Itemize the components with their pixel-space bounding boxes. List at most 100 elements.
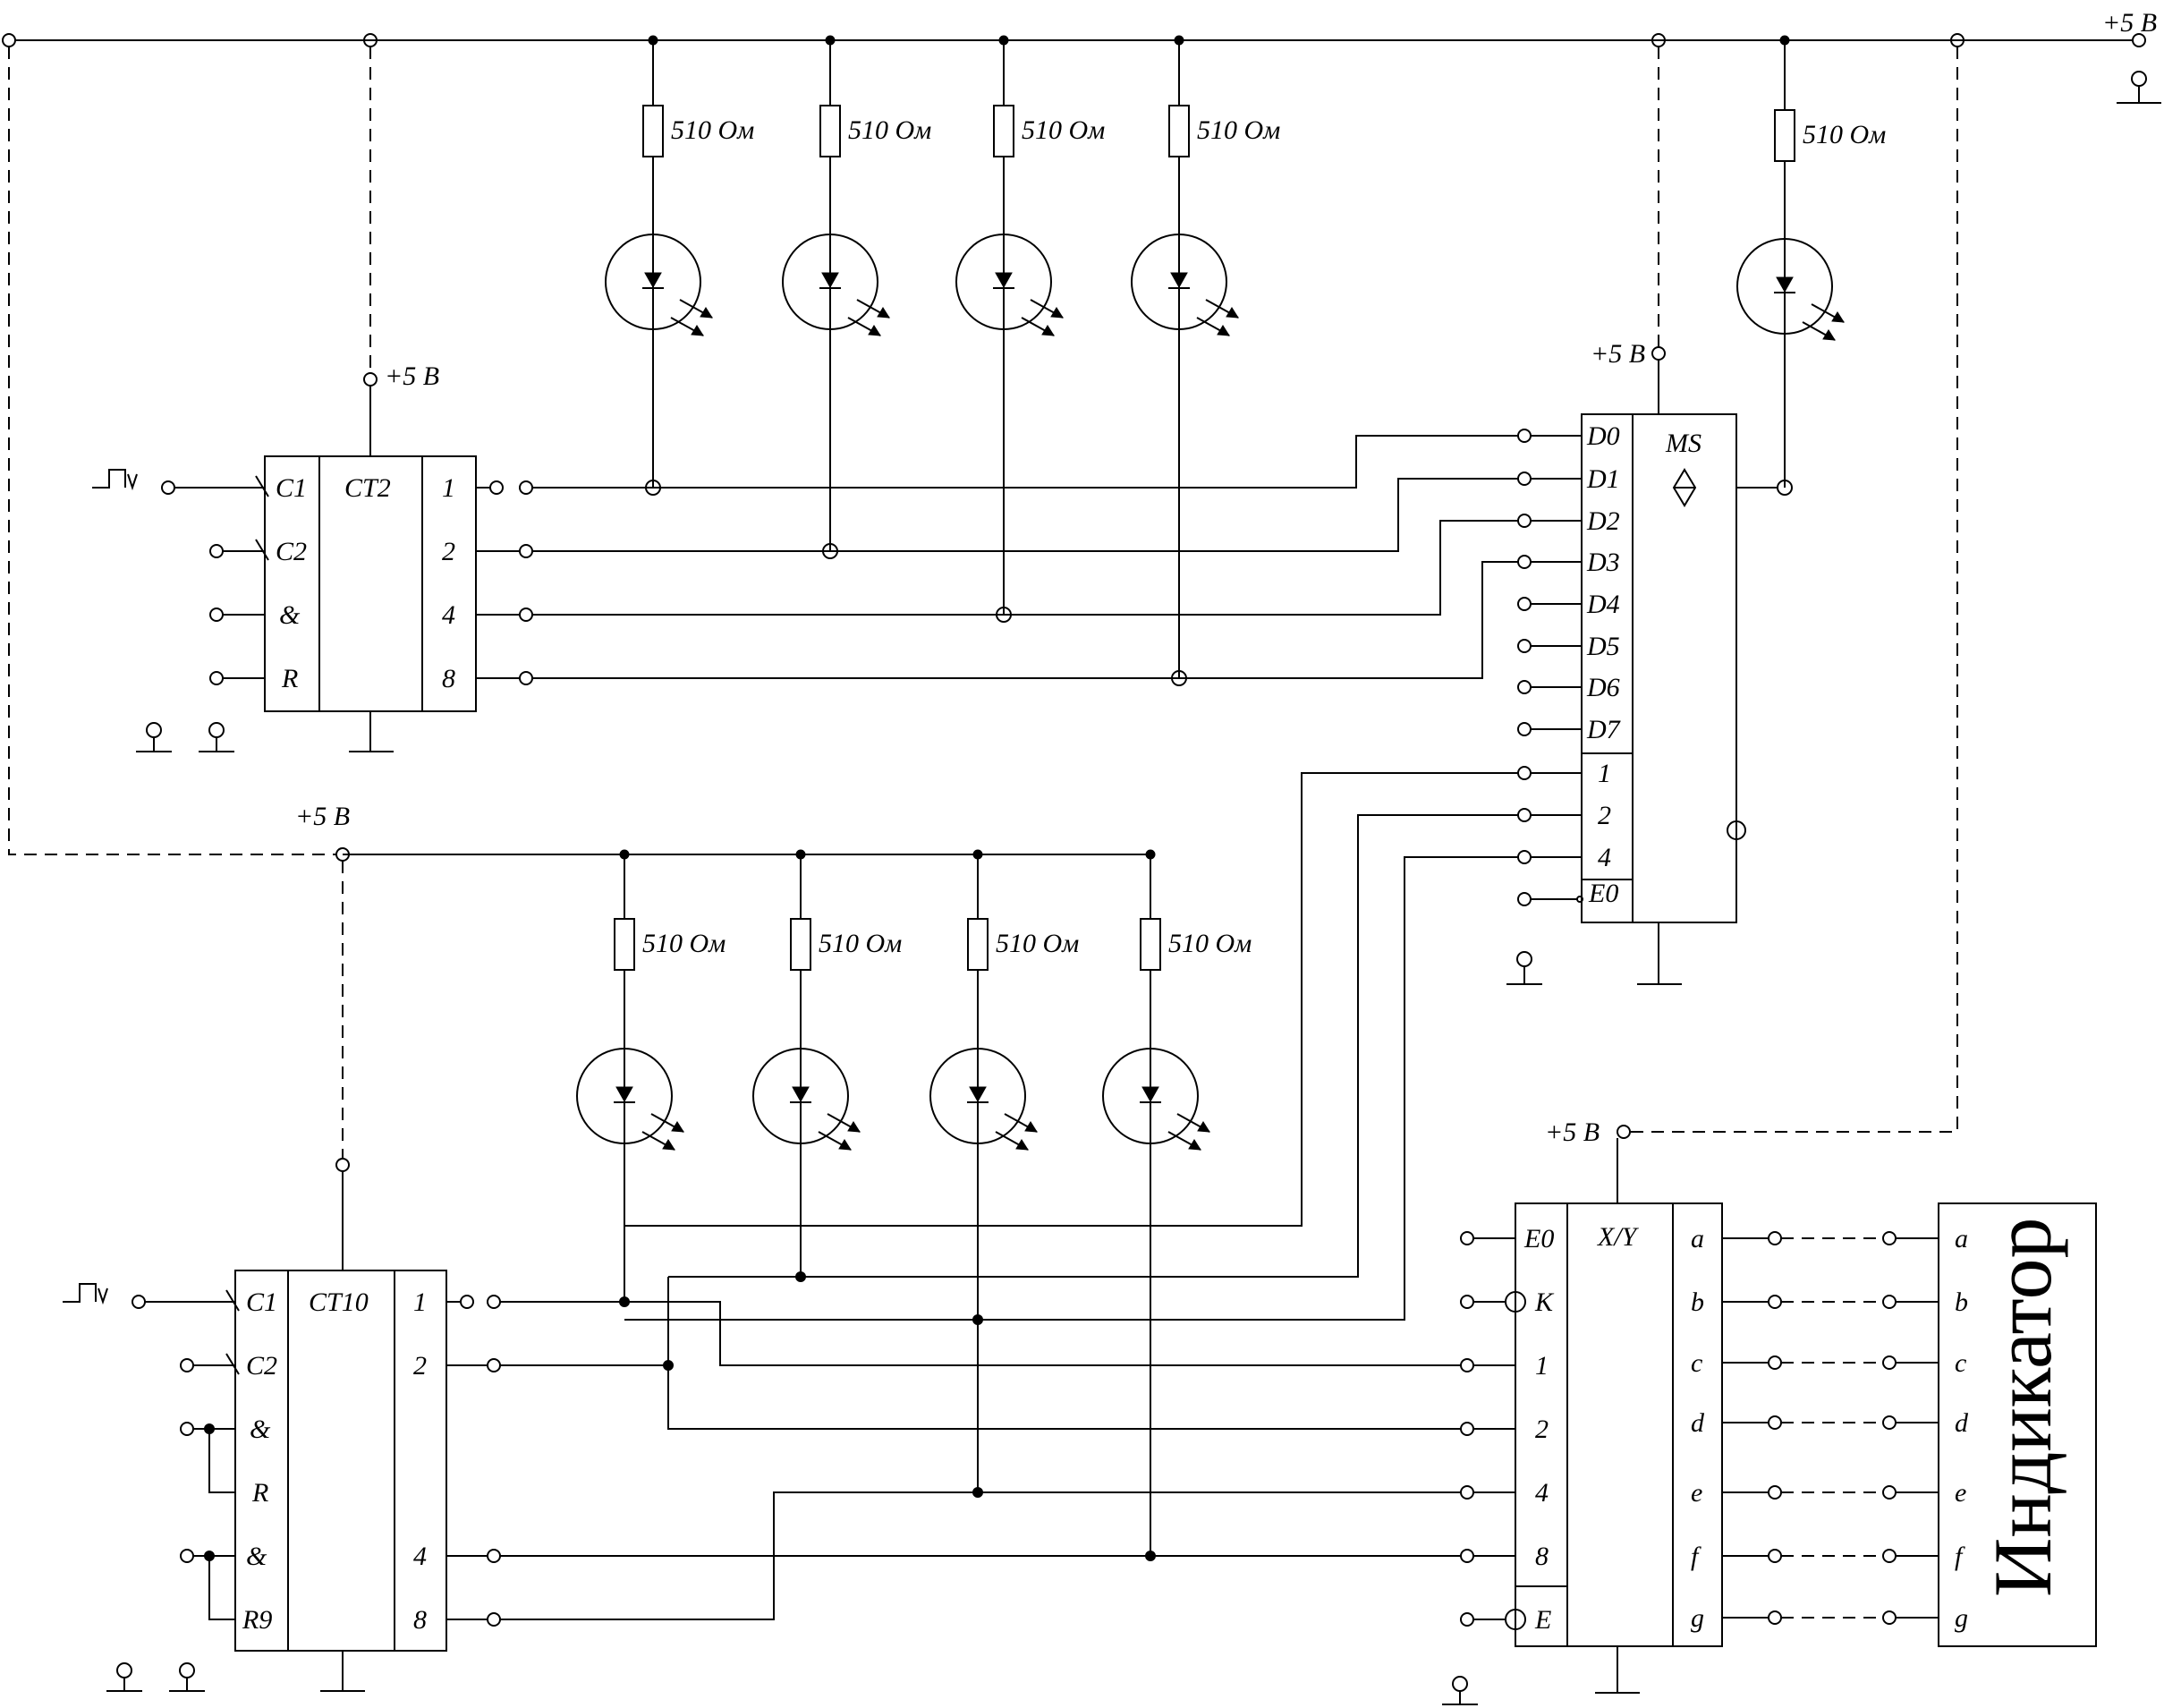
decoder-pin-terminal bbox=[1768, 1355, 1782, 1370]
resistor-label: 510 Ом bbox=[671, 115, 754, 145]
ct2-input-and: & bbox=[279, 600, 301, 630]
led-chain: 510 Ом bbox=[1736, 35, 1886, 488]
decoder-pin-terminal bbox=[1768, 1485, 1782, 1500]
decoder-pin-terminal bbox=[1460, 1422, 1474, 1436]
mux-pin-terminal bbox=[1517, 766, 1532, 780]
decoder-pin-terminal bbox=[1460, 1549, 1474, 1563]
mux-pin-terminal bbox=[1517, 639, 1532, 653]
ct10-output-8: 8 bbox=[413, 1605, 427, 1635]
led-icon bbox=[955, 234, 1064, 336]
ct2-input-c2: C2 bbox=[276, 537, 307, 566]
decoder-input-e0: E0 bbox=[1523, 1224, 1554, 1253]
decoder-pin-terminal bbox=[1460, 1612, 1474, 1627]
supply-label-ct2: +5 В bbox=[385, 361, 439, 391]
mux-pin-terminal bbox=[1517, 429, 1532, 443]
led-icon bbox=[576, 1048, 684, 1151]
address-bus bbox=[624, 772, 1518, 1325]
decoder-input-4: 4 bbox=[1535, 1478, 1549, 1508]
indicator-input-a: a bbox=[1955, 1224, 1968, 1253]
decoder-output-a: a bbox=[1691, 1224, 1704, 1253]
indicator-input-d: d bbox=[1955, 1408, 1969, 1438]
ct10-output-2: 2 bbox=[413, 1351, 427, 1381]
indicator-pin-terminal bbox=[1882, 1485, 1897, 1500]
mux-pin-terminal bbox=[1517, 514, 1532, 528]
ct2-input-c1: C1 bbox=[276, 473, 307, 503]
decoder-output-d: d bbox=[1691, 1408, 1705, 1438]
resistor-icon bbox=[819, 105, 841, 157]
decoder-pin-terminal bbox=[1768, 1610, 1782, 1625]
mux-data-input-d1: D1 bbox=[1586, 464, 1620, 494]
decoder-pin-terminal bbox=[1768, 1231, 1782, 1245]
resistor-label: 510 Ом bbox=[1803, 120, 1886, 149]
led-icon bbox=[929, 1048, 1038, 1151]
ct10-input-and-1: & bbox=[250, 1415, 271, 1444]
decoder-pin-terminal bbox=[1768, 1549, 1782, 1563]
ct2-output-1: 1 bbox=[442, 473, 455, 503]
mux-pin-terminal bbox=[1517, 597, 1532, 611]
decoder-pin-terminal bbox=[1768, 1415, 1782, 1430]
decoder-output-g: g bbox=[1691, 1603, 1704, 1633]
ct2-output-2: 2 bbox=[442, 537, 455, 566]
led-chain: 510 Ом bbox=[576, 849, 726, 1302]
mux-data-input-d6: D6 bbox=[1586, 673, 1620, 702]
resistor-icon bbox=[790, 918, 811, 971]
clock-pulse-icon bbox=[92, 469, 126, 489]
resistor-label: 510 Ом bbox=[819, 929, 902, 958]
ct10-bus bbox=[500, 1271, 1461, 1620]
led-chain: 510 Ом bbox=[782, 35, 931, 551]
resistor-label: 510 Ом bbox=[996, 929, 1079, 958]
ct10-input-r: R bbox=[251, 1478, 268, 1508]
indicator-pin-terminal bbox=[1882, 1549, 1897, 1563]
decoder-input-8: 8 bbox=[1535, 1542, 1549, 1571]
resistor-icon bbox=[993, 105, 1014, 157]
mux-pin-terminal bbox=[1517, 850, 1532, 864]
decoder-input-e: E bbox=[1534, 1605, 1551, 1635]
mux-name: MS bbox=[1665, 429, 1701, 458]
ct2-input-r: R bbox=[281, 664, 298, 693]
led-icon bbox=[752, 1048, 861, 1151]
indicator-label: Индикатор bbox=[1977, 1218, 2068, 1597]
counter-ct10: CT10 C1 C2 & R & R9 1 2 4 8 bbox=[63, 1270, 501, 1692]
mux-address-input-4: 4 bbox=[1598, 843, 1611, 872]
clock-arrow-icon bbox=[98, 1287, 108, 1305]
decoder-pin-terminal bbox=[1768, 1295, 1782, 1309]
decoder-name: X/Y bbox=[1597, 1222, 1640, 1252]
supply-label-mux: +5 В bbox=[1591, 339, 1645, 369]
decoder-output-f: f bbox=[1691, 1542, 1701, 1571]
resistor-label: 510 Ом bbox=[1197, 115, 1280, 145]
mux-pin-terminal bbox=[1517, 680, 1532, 694]
decoder-output-b: b bbox=[1691, 1287, 1704, 1317]
resistor-icon bbox=[1140, 918, 1161, 971]
indicator-pin-terminal bbox=[1882, 1610, 1897, 1625]
mux-pin-terminal bbox=[1517, 555, 1532, 569]
led-chain: 510 Ом bbox=[1102, 849, 1252, 1556]
mux-pin-terminal bbox=[1517, 808, 1532, 822]
resistor-label: 510 Ом bbox=[1168, 929, 1252, 958]
decoder-output-e: e bbox=[1691, 1478, 1702, 1508]
power-rails bbox=[2, 33, 2146, 1270]
mux-data-input-d2: D2 bbox=[1586, 506, 1620, 536]
led-chain: 510 Ом bbox=[752, 849, 902, 1277]
ct2-bus bbox=[532, 435, 1518, 686]
decoder-input-k: K bbox=[1534, 1287, 1555, 1317]
ct10-input-r9: R9 bbox=[242, 1605, 272, 1635]
decoder-pin-terminal bbox=[1460, 1485, 1474, 1500]
counter-ct2: CT2 C1 C2 & R 1 2 4 8 bbox=[92, 455, 533, 752]
resistor-icon bbox=[967, 918, 989, 971]
led-icon bbox=[1736, 238, 1845, 341]
decoder-output-c: c bbox=[1691, 1348, 1702, 1378]
led-chain: 510 Ом bbox=[929, 849, 1079, 1492]
mux-symbol-icon bbox=[1672, 468, 1697, 507]
ct10-input-and-2: & bbox=[246, 1542, 267, 1571]
inversion-bubble-icon bbox=[1505, 1609, 1526, 1630]
resistor-icon bbox=[642, 105, 664, 157]
mux-enable: E0 bbox=[1588, 879, 1618, 908]
inversion-bubble-icon bbox=[1505, 1291, 1526, 1313]
mux-pin-terminal bbox=[1517, 472, 1532, 486]
